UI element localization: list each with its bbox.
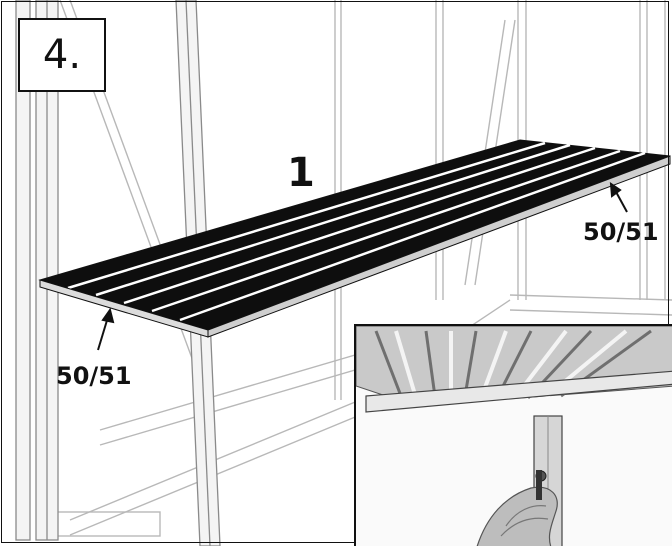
shelf-side-edge: [207, 155, 671, 338]
part-callout-right: 50/51: [583, 218, 659, 246]
callout-arrows: [97, 182, 628, 351]
shelf-slat-gaps: [67, 141, 646, 322]
step-number-box: 4.: [18, 18, 106, 92]
step-number: 4.: [42, 32, 82, 78]
inset-wrench: [536, 470, 542, 500]
shelf-panel: [38, 139, 671, 338]
part-number-label: 1: [287, 150, 315, 196]
detail-inset-drawing: [356, 326, 672, 546]
detail-inset: [354, 324, 672, 546]
front-post-left: [15, 0, 59, 541]
inset-hand: [476, 486, 558, 546]
part-callout-left: 50/51: [56, 362, 132, 390]
inset-shelf-rail: [365, 370, 672, 413]
